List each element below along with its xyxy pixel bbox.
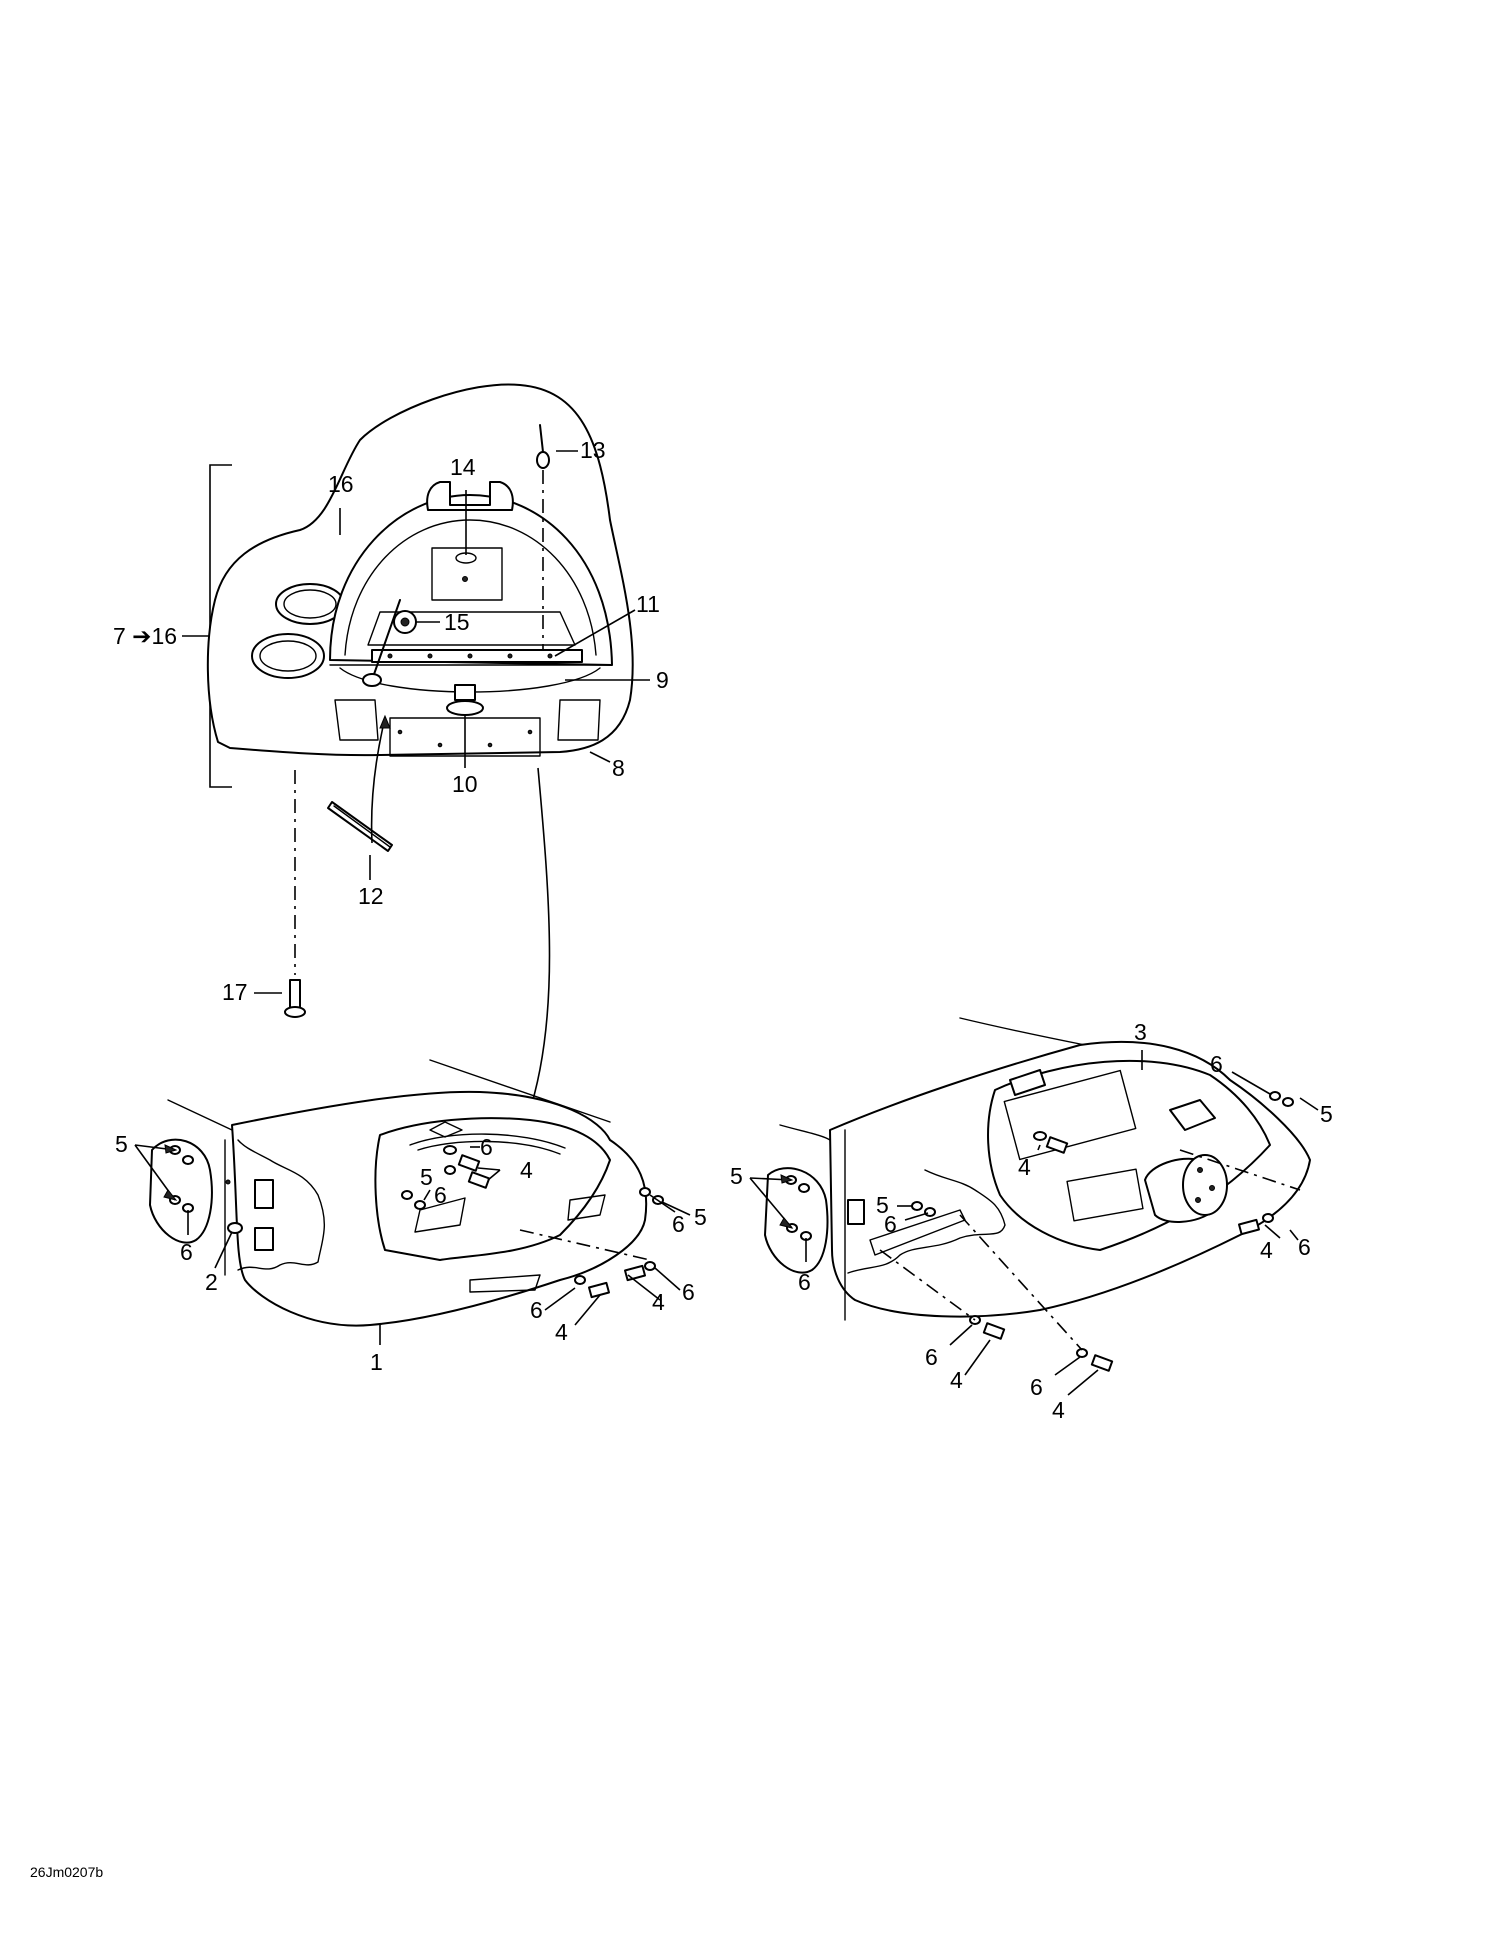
callout-9: 9 xyxy=(656,667,669,693)
callout-8: 8 xyxy=(612,755,625,781)
callout-6-panel3-left: 6 xyxy=(798,1269,811,1295)
callout-6-panel3-inner: 6 xyxy=(884,1211,897,1237)
callout-6-panel1-bottom-right: 6 xyxy=(682,1279,695,1305)
leader-lines xyxy=(134,490,1319,1396)
callout-17: 17 xyxy=(222,979,248,1005)
callout-6-panel3-far-right: 6 xyxy=(1298,1234,1311,1260)
drawing-code: 26Jm0207b xyxy=(30,1864,103,1880)
callout-12: 12 xyxy=(358,883,384,909)
rivet-13 xyxy=(536,424,578,469)
callout-11: 11 xyxy=(636,591,660,617)
callout-6-panel3-bottom-b: 6 xyxy=(1030,1374,1043,1400)
nut-2 xyxy=(227,1222,243,1234)
body-panel-3 xyxy=(779,1017,1311,1321)
body-panel-1 xyxy=(167,1059,648,1345)
callout-5-panel3-right: 5 xyxy=(1320,1101,1333,1127)
exhaust-outlet xyxy=(1182,1154,1228,1216)
callout-4-panel1-bottom: 4 xyxy=(555,1319,568,1345)
callout-4-panel3-bottom-a: 4 xyxy=(950,1367,963,1393)
callout-13: 13 xyxy=(580,437,606,463)
callout-16: 16 xyxy=(328,471,354,497)
callout-6-panel1-inner: 6 xyxy=(434,1182,447,1208)
fasteners-panel-1 xyxy=(401,1145,664,1299)
screw-17 xyxy=(254,979,306,1018)
callout-15: 15 xyxy=(444,609,470,635)
callout-5-panel3-left: 5 xyxy=(730,1163,743,1189)
hinge-strip-11 xyxy=(371,649,583,663)
callout-6-panel1-left: 6 xyxy=(180,1239,193,1265)
bracket-plate-right xyxy=(764,1167,829,1274)
fasteners-panel-3 xyxy=(911,1091,1294,1372)
callout-6-panel1-bottom: 6 xyxy=(530,1297,543,1323)
callout-4-panel1-top: 4 xyxy=(520,1157,533,1183)
callout-6-panel1-right: 6 xyxy=(672,1211,685,1237)
callout-14: 14 xyxy=(450,454,476,480)
callout-5-panel3-inner: 5 xyxy=(876,1192,889,1218)
callout-2: 2 xyxy=(205,1269,218,1295)
callout-4-panel1-bottom-right: 4 xyxy=(652,1289,665,1315)
callout-5-panel1-right: 5 xyxy=(694,1204,707,1230)
callout-5-panel1-left: 5 xyxy=(115,1131,128,1157)
callout-6-panel1-top: 6 xyxy=(480,1134,493,1160)
latch-10 xyxy=(454,684,476,701)
callout-range-7-16: 7 ➔16 xyxy=(113,623,177,649)
callout-6-panel3-bottom-a: 6 xyxy=(925,1344,938,1370)
callout-4-panel3-right: 4 xyxy=(1260,1237,1273,1263)
seal-strip-12 xyxy=(327,801,393,852)
callout-4-panel3-bottom-b: 4 xyxy=(1052,1397,1065,1423)
callout-3: 3 xyxy=(1134,1019,1147,1045)
storage-cover-assembly xyxy=(182,383,634,788)
callout-10: 10 xyxy=(452,771,478,797)
bracket-plate-left xyxy=(149,1138,213,1244)
compartment-14 xyxy=(431,547,503,601)
callout-4-panel3-top: 4 xyxy=(1018,1154,1031,1180)
callout-5-panel1-inner: 5 xyxy=(420,1164,433,1190)
callout-labels: 13 14 16 11 15 7 ➔16 9 8 10 12 17 3 5 6 … xyxy=(113,437,1333,1423)
callout-6-panel3-right: 6 xyxy=(1210,1051,1223,1077)
callout-1: 1 xyxy=(370,1349,383,1375)
